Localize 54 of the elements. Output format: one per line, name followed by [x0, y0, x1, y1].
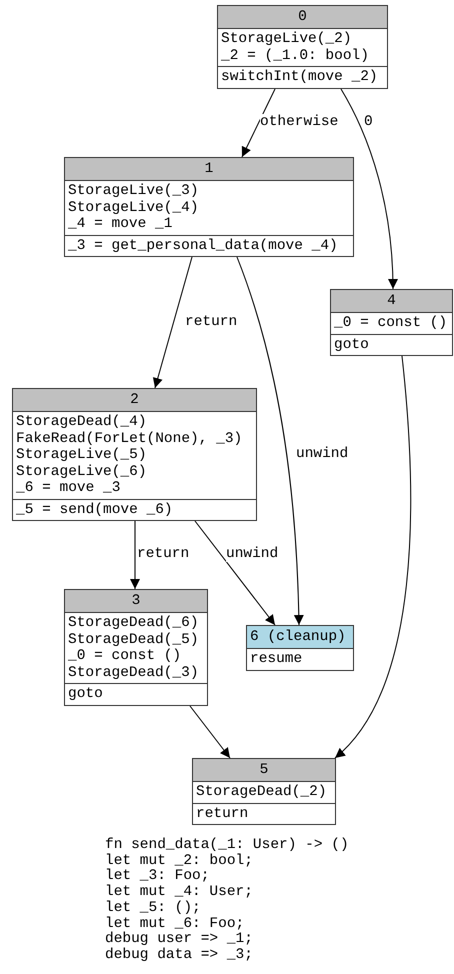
terminator-text: goto	[333, 336, 370, 353]
arrow	[236, 256, 304, 626]
arrow	[340, 88, 398, 290]
basic-block-box	[12, 388, 257, 521]
terminator-text: goto	[67, 686, 104, 702]
basic-block-box	[192, 758, 336, 825]
arrow	[190, 706, 230, 758]
block-header: 5	[193, 759, 335, 782]
basic-block-box	[246, 625, 354, 670]
terminator-text: _3 = get_personal_data(move _4)	[67, 238, 339, 254]
block-header: 4	[331, 290, 452, 313]
basic-block-box	[330, 289, 453, 356]
arrow	[334, 356, 412, 758]
terminator-text: switchInt(move _2)	[220, 69, 379, 86]
statement-text: _2 = (_1.0: bool)	[220, 48, 370, 64]
code-line: debug user => _1;	[105, 932, 253, 948]
code-line: let mut _2: bool;	[105, 854, 253, 869]
arrow	[130, 520, 140, 590]
code-line: let _3: Foo;	[105, 869, 210, 884]
block-header: 1	[65, 158, 353, 181]
block-header: 6 (cleanup)	[247, 626, 353, 649]
statement-text: _6 = move _3	[15, 480, 122, 496]
block-header: 0	[218, 6, 387, 29]
statement-text: StorageDead(_3)	[67, 664, 200, 681]
terminator-text: _5 = send(move _6)	[15, 502, 174, 518]
basic-block-box	[64, 589, 208, 706]
code-line: debug data => _3;	[105, 948, 253, 964]
statement-text: StorageDead(_5)	[67, 632, 200, 648]
arrow	[152, 256, 192, 388]
statement-text: FakeRead(ForLet(None), _3)	[15, 430, 244, 447]
statement-text: StorageLive(_6)	[15, 464, 148, 480]
code-line: let _5: ();	[105, 900, 201, 916]
basic-block-box	[217, 5, 388, 88]
basic-block-box	[64, 157, 354, 257]
statement-text: StorageLive(_5)	[15, 447, 148, 464]
terminator-text: resume	[249, 651, 304, 668]
statement-text: StorageLive(_3)	[67, 183, 200, 200]
code-line: let mut _4: User;	[105, 885, 253, 900]
statement-text: StorageLive(_4)	[67, 200, 200, 216]
statement-text: StorageLive(_2)	[220, 31, 353, 48]
statement-text: _4 = move _1	[67, 216, 174, 232]
code-line: let mut _6: Foo;	[105, 916, 244, 932]
statement-text: StorageDead(_4)	[15, 414, 148, 430]
statement-text: _0 = const ()	[333, 315, 448, 332]
arrow	[242, 88, 276, 158]
statement-text: StorageDead(_2)	[195, 784, 328, 800]
edge-label: unwind	[226, 546, 278, 562]
terminator-text: return	[195, 806, 250, 822]
arrow	[194, 520, 276, 626]
statement-text: StorageDead(_6)	[67, 615, 200, 632]
statement-text: _0 = const ()	[67, 648, 182, 664]
code-line: fn send_data(_1: User) -> ()	[105, 838, 349, 854]
block-header: 3	[65, 590, 207, 613]
block-header: 2	[13, 389, 256, 412]
